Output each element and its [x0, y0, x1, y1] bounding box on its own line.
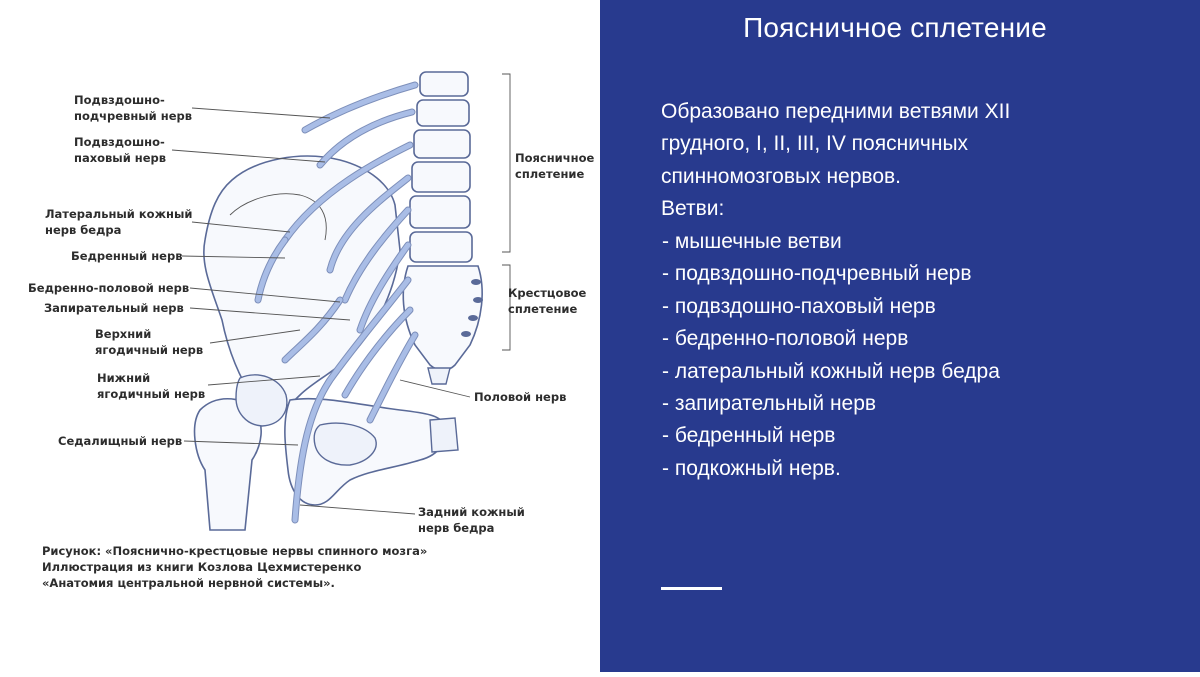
anatomy-figure-panel: Подвздошно- подчревный нерв Подвздошно- …	[0, 0, 600, 672]
pubic-symphysis	[429, 417, 459, 453]
femur-bone	[193, 398, 262, 531]
acetabulum	[235, 374, 288, 427]
label-sacral-plexus: Крестцовое сплетение	[508, 286, 590, 316]
intro-line: Образовано передними ветвями XII	[661, 100, 1011, 123]
lumbosacral-plexus-illustration: Подвздошно- подчревный нерв Подвздошно- …	[28, 71, 598, 590]
branch-item: латеральный кожный нерв бедра	[662, 356, 1000, 388]
intro-line: спинномозговых нервов.	[661, 164, 901, 188]
text-panel: Поясничное сплетение Образовано передним…	[600, 0, 1200, 672]
label-obturator: Запирательный нерв	[44, 301, 184, 315]
label-iliohypogastric: Подвздошно- подчревный нерв	[74, 93, 192, 123]
label-sciatic: Седалищный нерв	[58, 434, 182, 448]
label-lateral-cutaneous: Латеральный кожный нерв бедра	[45, 207, 196, 237]
branch-item: запирательный нерв	[662, 388, 1000, 420]
slide-title: Поясничное сплетение	[743, 12, 1047, 43]
branch-item: бедренный нерв	[662, 420, 1000, 452]
label-lumbar-plexus: Поясничное сплетение	[515, 151, 598, 181]
branches-heading: Ветви:	[661, 197, 725, 221]
ilium-inner-contour	[229, 193, 327, 241]
sacral-plexus-bracket	[502, 264, 511, 351]
branch-item: подкожный нерв.	[662, 453, 1000, 485]
leader-lines	[171, 107, 471, 515]
sacral-foramina	[461, 279, 483, 337]
label-pudendal: Половой нерв	[474, 390, 566, 404]
nerve-trunks	[254, 81, 419, 524]
figure-caption: Рисунок: «Пояснично-крестцовые нервы спи…	[42, 544, 431, 590]
ilium-bone	[203, 155, 401, 412]
label-inferior-gluteal: Нижний ягодичный нерв	[97, 371, 205, 401]
intro-line: грудного, I, II, III, IV поясничных	[661, 132, 969, 156]
branch-item: подвздошно-подчревный нерв	[662, 258, 1000, 290]
coccyx-bone	[427, 367, 451, 385]
branch-list: мышечные ветви подвздошно-подчревный нер…	[662, 226, 1000, 485]
label-femoral: Бедренный нерв	[71, 249, 183, 263]
label-genitofemoral: Бедренно-половой нерв	[28, 281, 189, 295]
obturator-foramen	[313, 422, 377, 466]
label-superior-gluteal: Верхний ягодичный нерв	[95, 327, 203, 357]
label-posterior-cutaneous: Задний кожный нерв бедра	[418, 505, 529, 535]
decorative-divider	[661, 587, 722, 590]
branch-item: бедренно-половой нерв	[662, 323, 1000, 355]
branch-item: мышечные ветви	[662, 226, 1000, 258]
lumbar-vertebrae	[409, 71, 473, 263]
branch-item: подвздошно-паховый нерв	[662, 291, 1000, 323]
lumbar-plexus-bracket	[502, 73, 511, 253]
label-ilioinguinal: Подвздошно- паховый нерв	[74, 135, 169, 165]
intro-text: Образовано передними ветвями XII грудног…	[661, 96, 1161, 226]
